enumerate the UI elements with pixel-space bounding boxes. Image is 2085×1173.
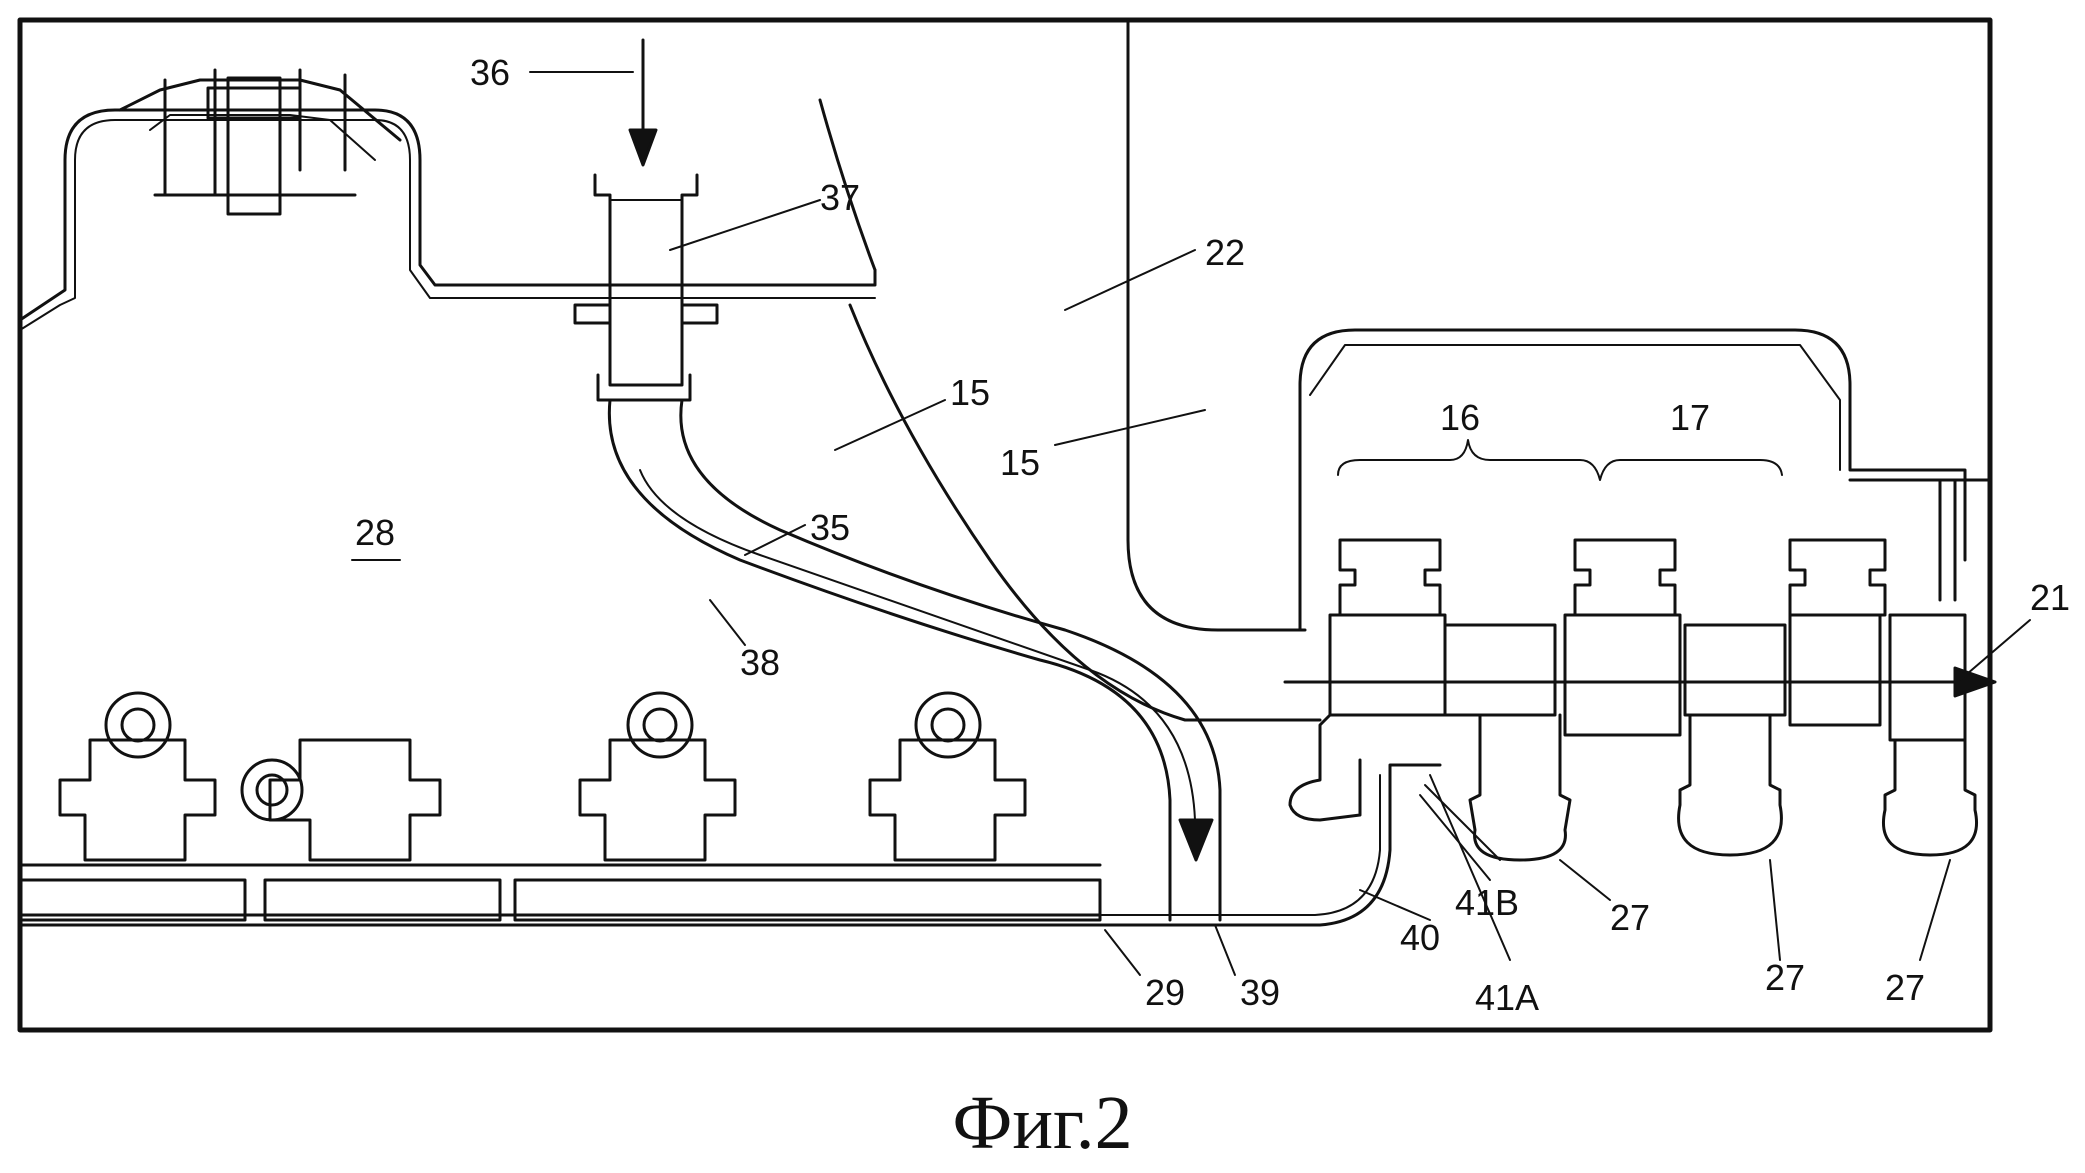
nozzle-27-3 — [1883, 740, 1976, 855]
right-block-3 — [1565, 615, 1680, 735]
label-17: 17 — [1670, 397, 1710, 438]
leader-27a — [1560, 860, 1610, 900]
leader-22 — [1065, 250, 1195, 310]
leader-29 — [1105, 930, 1140, 975]
tube-40-inner — [1100, 775, 1380, 915]
label-27c: 27 — [1885, 967, 1925, 1008]
label-15b: 15 — [1000, 442, 1040, 483]
brace-16-17 — [1338, 440, 1782, 480]
left-housing-roof-inner — [150, 115, 375, 160]
leader-15a — [835, 400, 945, 450]
roller-4 — [916, 693, 980, 757]
roller-4-core — [932, 709, 964, 741]
connector-1 — [1340, 540, 1440, 615]
right-clip — [1290, 715, 1360, 820]
leader-27b — [1770, 860, 1780, 960]
label-39: 39 — [1240, 972, 1280, 1013]
label-41A: 41A — [1475, 977, 1539, 1018]
connector-2 — [1575, 540, 1675, 615]
label-28: 28 — [355, 512, 395, 553]
left-housing-outline — [20, 110, 875, 320]
label-29: 29 — [1145, 972, 1185, 1013]
inlet-37-cup — [595, 175, 697, 385]
guide-plate — [850, 305, 1320, 720]
right-block-2 — [1445, 625, 1555, 715]
leader-38 — [710, 600, 745, 645]
inlet-flange-right — [682, 305, 717, 323]
top-clamp-cap — [208, 88, 300, 118]
leader-37 — [670, 200, 820, 250]
roller-3-core — [644, 709, 676, 741]
label-22: 22 — [1205, 232, 1245, 273]
nozzle-27-2 — [1679, 715, 1782, 855]
leader-21 — [1960, 620, 2030, 680]
mount-block-2 — [270, 740, 440, 860]
connector-3 — [1790, 540, 1885, 615]
label-35: 35 — [810, 507, 850, 548]
right-block-4 — [1685, 625, 1785, 715]
right-block-1 — [1330, 615, 1445, 715]
roller-2 — [242, 760, 302, 820]
label-21: 21 — [2030, 577, 2070, 618]
roller-1-core — [122, 709, 154, 741]
label-27a: 27 — [1610, 897, 1650, 938]
inlet-37-base — [598, 375, 690, 400]
figure-caption: Фиг.2 — [0, 1085, 2085, 1161]
tube-40 — [1100, 765, 1440, 925]
label-15a: 15 — [950, 372, 990, 413]
pipe-35-core — [640, 470, 1195, 820]
leader-39 — [1215, 925, 1235, 975]
label-16: 16 — [1440, 397, 1480, 438]
leader-35 — [745, 525, 805, 555]
leader-41B-2 — [1420, 795, 1490, 880]
flow-arrow-head — [1180, 820, 1212, 860]
leader-15b — [1055, 410, 1205, 445]
label-37: 37 — [820, 177, 860, 218]
roller-1 — [106, 693, 170, 757]
inlet-flange-left — [575, 305, 610, 323]
arrow-36-head — [630, 130, 656, 165]
label-36: 36 — [470, 52, 510, 93]
nozzle-27-1 — [1470, 715, 1570, 860]
right-block-5 — [1790, 615, 1880, 725]
label-38: 38 — [740, 642, 780, 683]
label-27b: 27 — [1765, 957, 1805, 998]
label-41B: 41B — [1455, 882, 1519, 923]
right-housing-inner — [1310, 345, 1840, 470]
pipe-38-outer — [609, 400, 1170, 920]
chamber-22-outline — [1128, 20, 1305, 630]
label-40: 40 — [1400, 917, 1440, 958]
leader-27c — [1920, 860, 1950, 960]
roller-3 — [628, 693, 692, 757]
